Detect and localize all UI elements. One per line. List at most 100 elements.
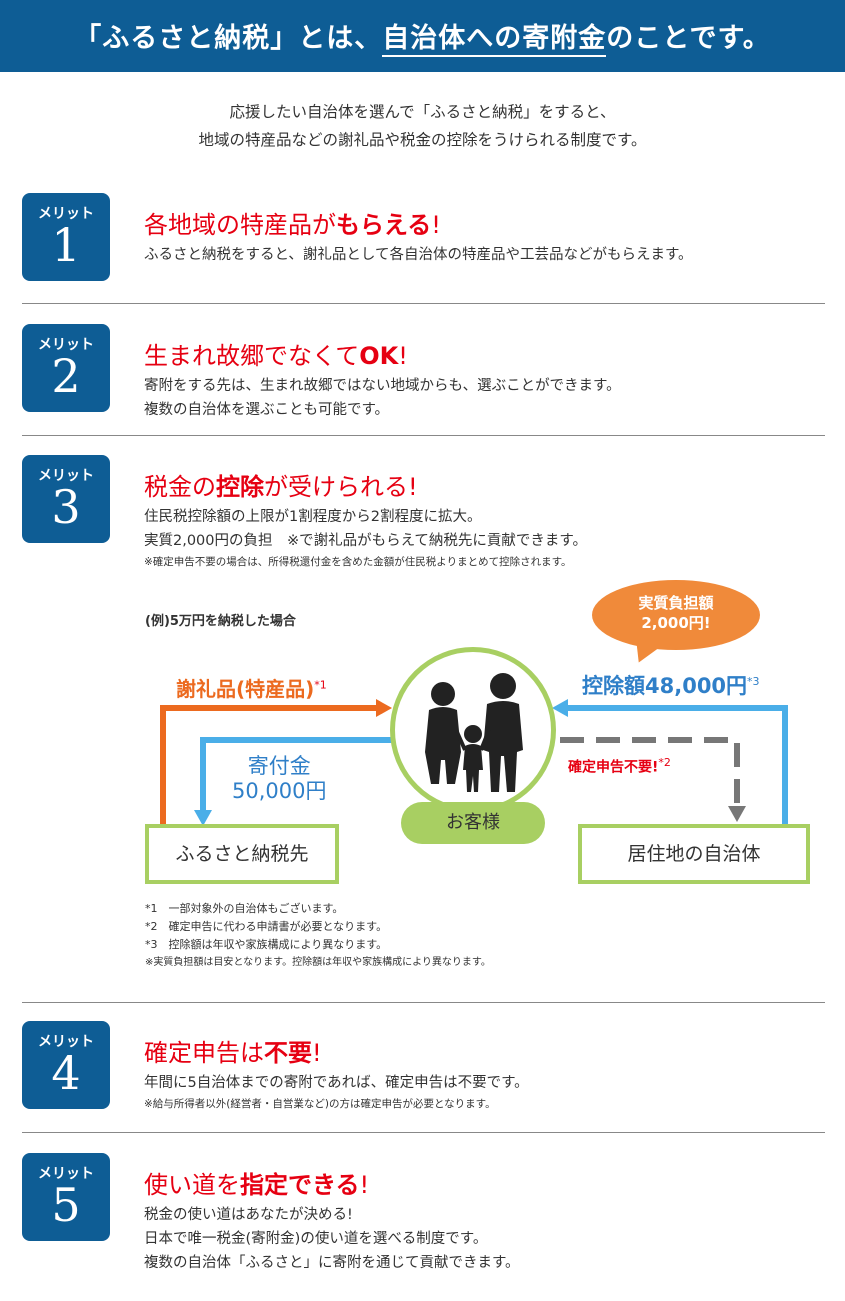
customer-label: お客様 xyxy=(401,802,545,844)
intro-line-1: 応援したい自治体を選んで「ふるさと納税」をすると、 xyxy=(229,103,616,121)
footnote: *3 控除額は年収や家族構成により異なります。 xyxy=(145,938,388,951)
flow-arrows xyxy=(160,699,788,826)
badge-number: 1 xyxy=(51,218,81,272)
gift-footnote-mark: *1 xyxy=(314,678,327,692)
merit-line: 年間に5自治体までの寄附であれば、確定申告は不要です。 xyxy=(144,1075,529,1091)
title-b: 指定できる xyxy=(240,1171,360,1199)
intro-line-2: 地域の特産品などの謝礼品や税金の控除をうけられる制度です。 xyxy=(198,131,647,149)
badge-number: 2 xyxy=(51,349,81,403)
burden-bubble: 実質負担額 2,000円! xyxy=(592,580,760,650)
merit-title: 税金の控除が受けられる! xyxy=(144,467,418,502)
merit-badge: メリット 2 xyxy=(22,324,110,412)
badge-number: 4 xyxy=(51,1046,81,1100)
title-c: ! xyxy=(312,1039,322,1067)
badge-number: 5 xyxy=(51,1178,81,1232)
badge-label: メリット xyxy=(38,468,94,484)
merit-line: 寄附をする先は、生まれ故郷ではない地域からも、選ぶことができます。 xyxy=(144,378,621,394)
gift-arrowhead xyxy=(376,699,392,717)
residence-municipality-box: 居住地の自治体 xyxy=(578,824,810,884)
merit-line: 複数の自治体を選ぶことも可能です。 xyxy=(144,402,390,418)
merit-3: メリット 3 税金の控除が受けられる! 住民税控除額の上限が1割程度から2割程度… xyxy=(22,455,825,575)
gift-label: 謝礼品(特産品)*1 xyxy=(176,673,327,702)
deduct-arrow xyxy=(566,705,788,826)
divider xyxy=(22,435,825,436)
merit-body: 住民税控除額の上限が1割程度から2割程度に拡大。 実質2,000円の負担 ※で謝… xyxy=(144,505,587,571)
donation-line-1: 寄付金 xyxy=(247,754,311,778)
gift-arrow xyxy=(160,705,378,826)
merit-title: 確定申告は不要! xyxy=(144,1033,322,1068)
footnote-small: ※実質負担額は目安となります。控除額は年収や家族構成により異なります。 xyxy=(145,957,491,968)
title-a: 税金の xyxy=(144,473,216,501)
furusato-recipient-box: ふるさと納税先 xyxy=(145,824,339,884)
merit-line: ふるさと納税をすると、謝礼品として各自治体の特産品や工芸品などがもらえます。 xyxy=(144,247,693,263)
badge-label: メリット xyxy=(38,337,94,353)
merit-line: 住民税控除額の上限が1割程度から2割程度に拡大。 xyxy=(144,509,482,525)
title-part-b: のことです。 xyxy=(606,23,771,54)
intro-text: 応援したい自治体を選んで「ふるさと納税」をすると、 地域の特産品などの謝礼品や税… xyxy=(0,98,845,154)
title-c: ! xyxy=(359,1171,370,1199)
badge-label: メリット xyxy=(38,1166,94,1182)
donation-label: 寄付金 50,000円 xyxy=(232,754,326,804)
merit-line: 税金の使い道はあなたが決める! xyxy=(144,1207,353,1223)
merit-line: 日本で唯一税金(寄附金)の使い道を選べる制度です。 xyxy=(144,1231,488,1247)
donation-arrowhead xyxy=(194,810,212,826)
title-a: 使い道を xyxy=(144,1171,240,1199)
kakutei-footnote-mark: *2 xyxy=(658,756,671,769)
footnote: *2 確定申告に代わる申請書が必要となります。 xyxy=(145,920,388,933)
merit-body: 税金の使い道はあなたが決める! 日本で唯一税金(寄附金)の使い道を選べる制度です… xyxy=(144,1203,520,1275)
deduct-footnote-mark: *3 xyxy=(747,675,760,688)
kakutei-arrow xyxy=(560,737,740,806)
gift-label-text: 謝礼品(特産品) xyxy=(176,677,315,701)
title-c: が受けられる! xyxy=(264,473,418,501)
merit-title: 生まれ故郷でなくてOK! xyxy=(144,336,408,371)
footnotes: *1 一部対象外の自治体もございます。 *2 確定申告に代わる申請書が必要となり… xyxy=(145,900,491,972)
badge-label: メリット xyxy=(38,206,94,222)
title-b: もらえる xyxy=(336,211,432,239)
title-b: 不要 xyxy=(264,1039,312,1067)
title-a: 生まれ故郷でなくて xyxy=(144,342,360,370)
deduct-arrowhead xyxy=(552,699,568,717)
merit-badge: メリット 5 xyxy=(22,1153,110,1241)
example-label: (例)5万円を納税した場合 xyxy=(145,614,296,629)
badge-number: 3 xyxy=(51,480,81,534)
title-b: 控除 xyxy=(216,473,264,501)
kakutei-label: 確定申告不要!*2 xyxy=(568,756,671,777)
merit-body: 寄附をする先は、生まれ故郷ではない地域からも、選ぶことができます。 複数の自治体… xyxy=(144,374,621,422)
title-a: 各地域の特産品が xyxy=(144,211,336,239)
merit-badge: メリット 4 xyxy=(22,1021,110,1109)
merit-note: ※確定申告不要の場合は、所得税還付金を含めた金額が住民税よりまとめて控除されます… xyxy=(144,556,572,568)
family-silhouette-icon xyxy=(425,673,523,792)
kakutei-arrowhead xyxy=(728,806,746,822)
title-c: ! xyxy=(431,211,441,239)
title-b: OK xyxy=(359,342,399,370)
deduct-label: 控除額48,000円*3 xyxy=(582,670,760,700)
page-title: 「ふるさと納税」とは、自治体への寄附金のことです。 xyxy=(0,16,845,57)
merit-title: 使い道を指定できる! xyxy=(144,1165,369,1200)
merit-body: ふるさと納税をすると、謝礼品として各自治体の特産品や工芸品などがもらえます。 xyxy=(144,243,693,267)
deduct-label-text: 控除額48,000円 xyxy=(582,674,748,698)
merit-1: メリット 1 各地域の特産品がもらえる! ふるさと納税をすると、謝礼品として各自… xyxy=(22,193,825,289)
divider xyxy=(22,1002,825,1003)
title-c: ! xyxy=(398,342,408,370)
merit-title: 各地域の特産品がもらえる! xyxy=(144,205,441,240)
merit-4: メリット 4 確定申告は不要! 年間に5自治体までの寄附であれば、確定申告は不要… xyxy=(22,1021,825,1117)
merit-note: ※給与所得者以外(経営者・自営業など)の方は確定申告が必要となります。 xyxy=(144,1098,496,1110)
donation-line-2: 50,000円 xyxy=(232,779,327,803)
bubble-line-2: 2,000円! xyxy=(641,614,711,632)
flow-diagram: (例)5万円を納税した場合 実質負担額 2,000円! 謝礼品(特産品)*1 控… xyxy=(0,580,845,900)
donation-arrow xyxy=(200,737,392,812)
divider xyxy=(22,1132,825,1133)
merit-body: 年間に5自治体までの寄附であれば、確定申告は不要です。 ※給与所得者以外(経営者… xyxy=(144,1071,529,1113)
merit-2: メリット 2 生まれ故郷でなくてOK! 寄附をする先は、生まれ故郷ではない地域か… xyxy=(22,324,825,420)
footnote: *1 一部対象外の自治体もございます。 xyxy=(145,902,344,915)
title-a: 確定申告は xyxy=(144,1039,264,1067)
merit-5: メリット 5 使い道を指定できる! 税金の使い道はあなたが決める! 日本で唯一税… xyxy=(22,1153,825,1271)
merit-badge: メリット 1 xyxy=(22,193,110,281)
title-highlight: 自治体への寄附金 xyxy=(382,23,607,57)
divider xyxy=(22,303,825,304)
customer-circle xyxy=(390,647,556,813)
page-header: 「ふるさと納税」とは、自治体への寄附金のことです。 xyxy=(0,0,845,72)
merit-line: 実質2,000円の負担 ※で謝礼品がもらえて納税先に貢献できます。 xyxy=(144,533,587,549)
merit-line: 複数の自治体「ふるさと」に寄附を通じて貢献できます。 xyxy=(144,1255,520,1271)
merit-badge: メリット 3 xyxy=(22,455,110,543)
